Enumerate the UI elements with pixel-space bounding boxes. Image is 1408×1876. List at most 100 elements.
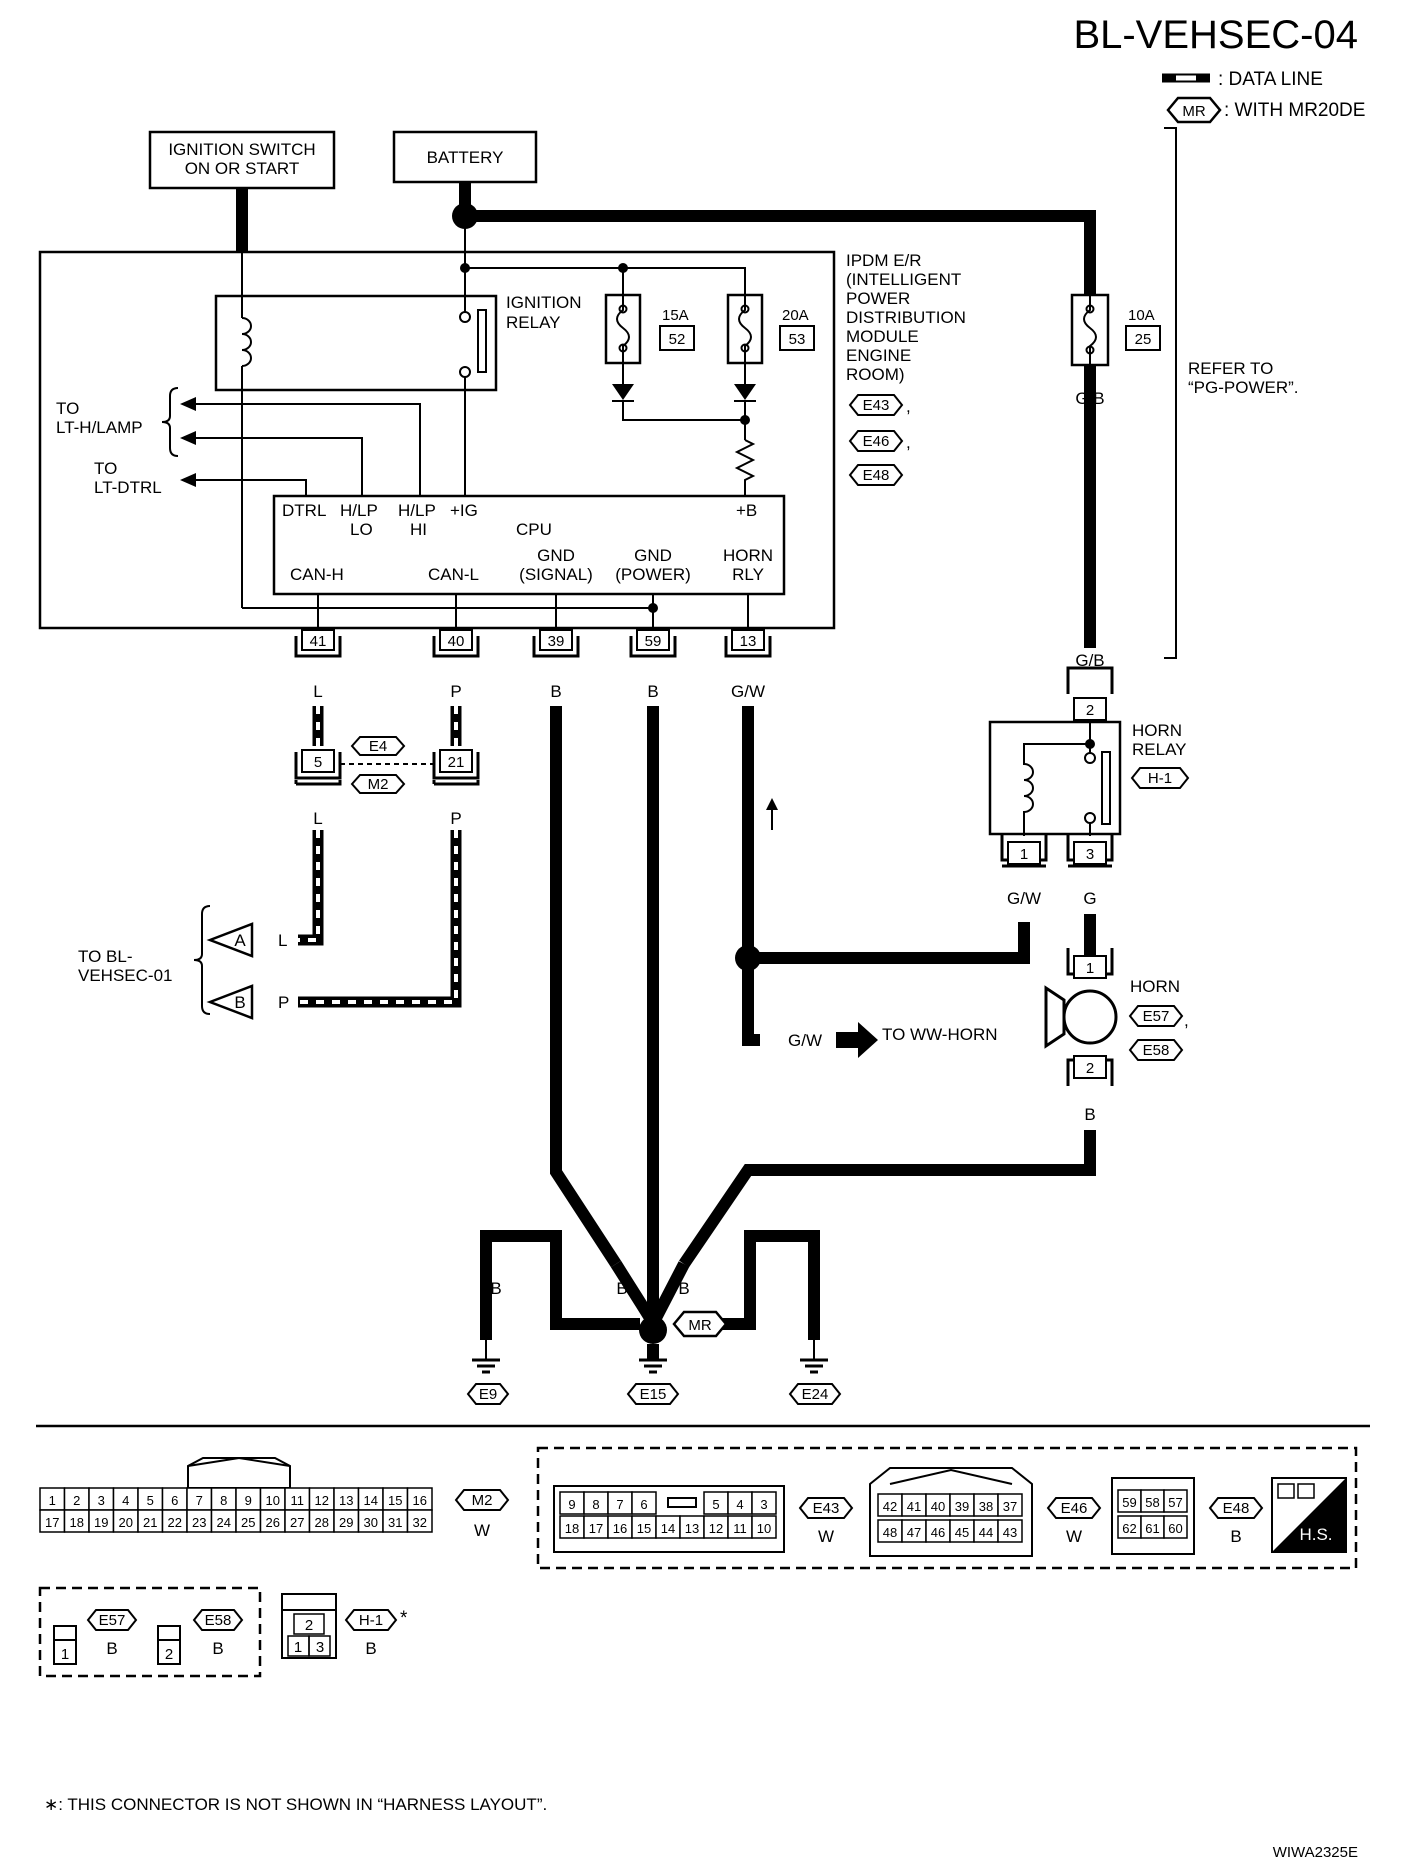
svg-text:1: 1 xyxy=(1086,960,1094,977)
pin-label: 21 xyxy=(143,1515,157,1530)
horn: 1 2 , HORN E57 E58 xyxy=(1044,948,1189,1086)
pin-label: 45 xyxy=(955,1525,969,1540)
pin-label: 12 xyxy=(315,1493,329,1508)
svg-text:RELAY: RELAY xyxy=(1132,740,1187,759)
svg-text:W: W xyxy=(1066,1527,1082,1546)
svg-text:15A: 15A xyxy=(662,307,689,324)
pin-label: 4 xyxy=(122,1493,129,1508)
legend: : DATA LINE MR : WITH MR20DE xyxy=(1162,69,1365,124)
pin-label: 31 xyxy=(388,1515,402,1530)
pin-label: 22 xyxy=(168,1515,182,1530)
svg-text:2: 2 xyxy=(305,1617,313,1634)
to-lt-dtrl-2: LT-DTRL xyxy=(94,478,162,497)
svg-text:3: 3 xyxy=(1086,846,1094,863)
svg-text:B: B xyxy=(1230,1527,1241,1546)
svg-text:RLY: RLY xyxy=(732,565,764,584)
pin-label: 5 xyxy=(712,1497,719,1512)
pin-label: 27 xyxy=(290,1515,304,1530)
svg-text:20A: 20A xyxy=(782,307,809,324)
svg-text:HORN: HORN xyxy=(1132,721,1182,740)
svg-text:E43: E43 xyxy=(813,1500,840,1517)
pin-label: 38 xyxy=(979,1499,993,1514)
svg-text:13: 13 xyxy=(740,633,757,650)
diagram-title: BL-VEHSEC-04 xyxy=(1073,13,1358,57)
pin-cell xyxy=(631,1491,657,1515)
pin-label: 48 xyxy=(883,1525,897,1540)
pin-label: 7 xyxy=(616,1497,623,1512)
pin-13: 13 xyxy=(724,629,772,658)
svg-text:E4: E4 xyxy=(369,738,387,755)
pin-59: 59 xyxy=(629,629,677,658)
pin-label: 30 xyxy=(364,1515,378,1530)
pin-label: 59 xyxy=(1122,1495,1136,1510)
svg-text:E9: E9 xyxy=(479,1386,497,1403)
pin-cell xyxy=(406,1509,433,1533)
svg-text:,: , xyxy=(906,397,911,416)
ipdm-er-box xyxy=(38,250,836,630)
pin-label: 46 xyxy=(931,1525,945,1540)
lamp-brace xyxy=(161,387,179,457)
pin-label: 39 xyxy=(955,1499,969,1514)
svg-text:M2: M2 xyxy=(368,776,389,793)
svg-text:B: B xyxy=(647,1279,658,1298)
mr-symbol-text: MR xyxy=(1182,103,1205,120)
pin-label: 61 xyxy=(1145,1521,1159,1536)
svg-text:2: 2 xyxy=(165,1646,173,1663)
pin-label: 18 xyxy=(565,1521,579,1536)
ignition-switch-label-1: IGNITION SWITCH xyxy=(168,140,315,159)
svg-text:ROOM): ROOM) xyxy=(846,365,905,384)
svg-text:52: 52 xyxy=(669,331,686,348)
svg-text:POWER: POWER xyxy=(846,289,910,308)
to-lt-hlamp-1: TO xyxy=(56,399,79,418)
pin-label: 17 xyxy=(589,1521,603,1536)
svg-text:W: W xyxy=(818,1527,834,1546)
pin-label: 44 xyxy=(979,1525,993,1540)
wire-p-2: P xyxy=(450,809,461,828)
ipdm-connector-e46: E46 , xyxy=(848,430,911,452)
pin-label: 8 xyxy=(220,1493,227,1508)
ignition-switch-box xyxy=(148,130,336,190)
svg-text:(POWER): (POWER) xyxy=(615,565,691,584)
pin-label: 60 xyxy=(1168,1521,1182,1536)
svg-text:MR: MR xyxy=(688,1317,711,1334)
svg-text:E46: E46 xyxy=(1061,1500,1088,1517)
svg-text:E58: E58 xyxy=(1143,1042,1170,1059)
svg-text:H.S.: H.S. xyxy=(1299,1525,1332,1544)
svg-text:1: 1 xyxy=(294,1639,302,1656)
pin-label: 62 xyxy=(1122,1521,1136,1536)
pin-label: 10 xyxy=(266,1493,280,1508)
pin-label: 9 xyxy=(245,1493,252,1508)
wire-b-39: B xyxy=(550,682,561,701)
svg-text:E15: E15 xyxy=(640,1386,667,1403)
connector-b xyxy=(206,984,254,1020)
pin-label: 29 xyxy=(339,1515,353,1530)
pin-label: 58 xyxy=(1145,1495,1159,1510)
svg-text:21: 21 xyxy=(448,754,465,771)
svg-text:10A: 10A xyxy=(1128,307,1155,324)
refer-label-2: “PG-POWER”. xyxy=(1188,378,1299,397)
can-h-line xyxy=(298,706,324,946)
pin-label: 37 xyxy=(1003,1499,1017,1514)
pin-label: 19 xyxy=(94,1515,108,1530)
refer-label-1: REFER TO xyxy=(1188,359,1273,378)
svg-text:53: 53 xyxy=(789,331,806,348)
svg-text:B: B xyxy=(212,1639,223,1658)
battery-box xyxy=(392,130,538,184)
pin-label: 15 xyxy=(388,1493,402,1508)
wire-gb-1: G/B xyxy=(1075,389,1104,408)
output-wires xyxy=(192,403,421,496)
svg-text:5: 5 xyxy=(314,754,322,771)
svg-text:B: B xyxy=(234,993,245,1012)
svg-text:,: , xyxy=(1184,1011,1189,1030)
pin-label: 12 xyxy=(709,1521,723,1536)
svg-text:LO: LO xyxy=(350,520,373,539)
svg-text:,: , xyxy=(906,433,911,452)
svg-text:(INTELLIGENT: (INTELLIGENT xyxy=(846,270,961,289)
svg-text:TO BL-: TO BL- xyxy=(78,947,132,966)
ignition-relay-coil xyxy=(241,252,252,608)
svg-text:A: A xyxy=(234,931,246,950)
svg-text:E57: E57 xyxy=(99,1612,126,1629)
svg-text:2: 2 xyxy=(1086,1060,1094,1077)
